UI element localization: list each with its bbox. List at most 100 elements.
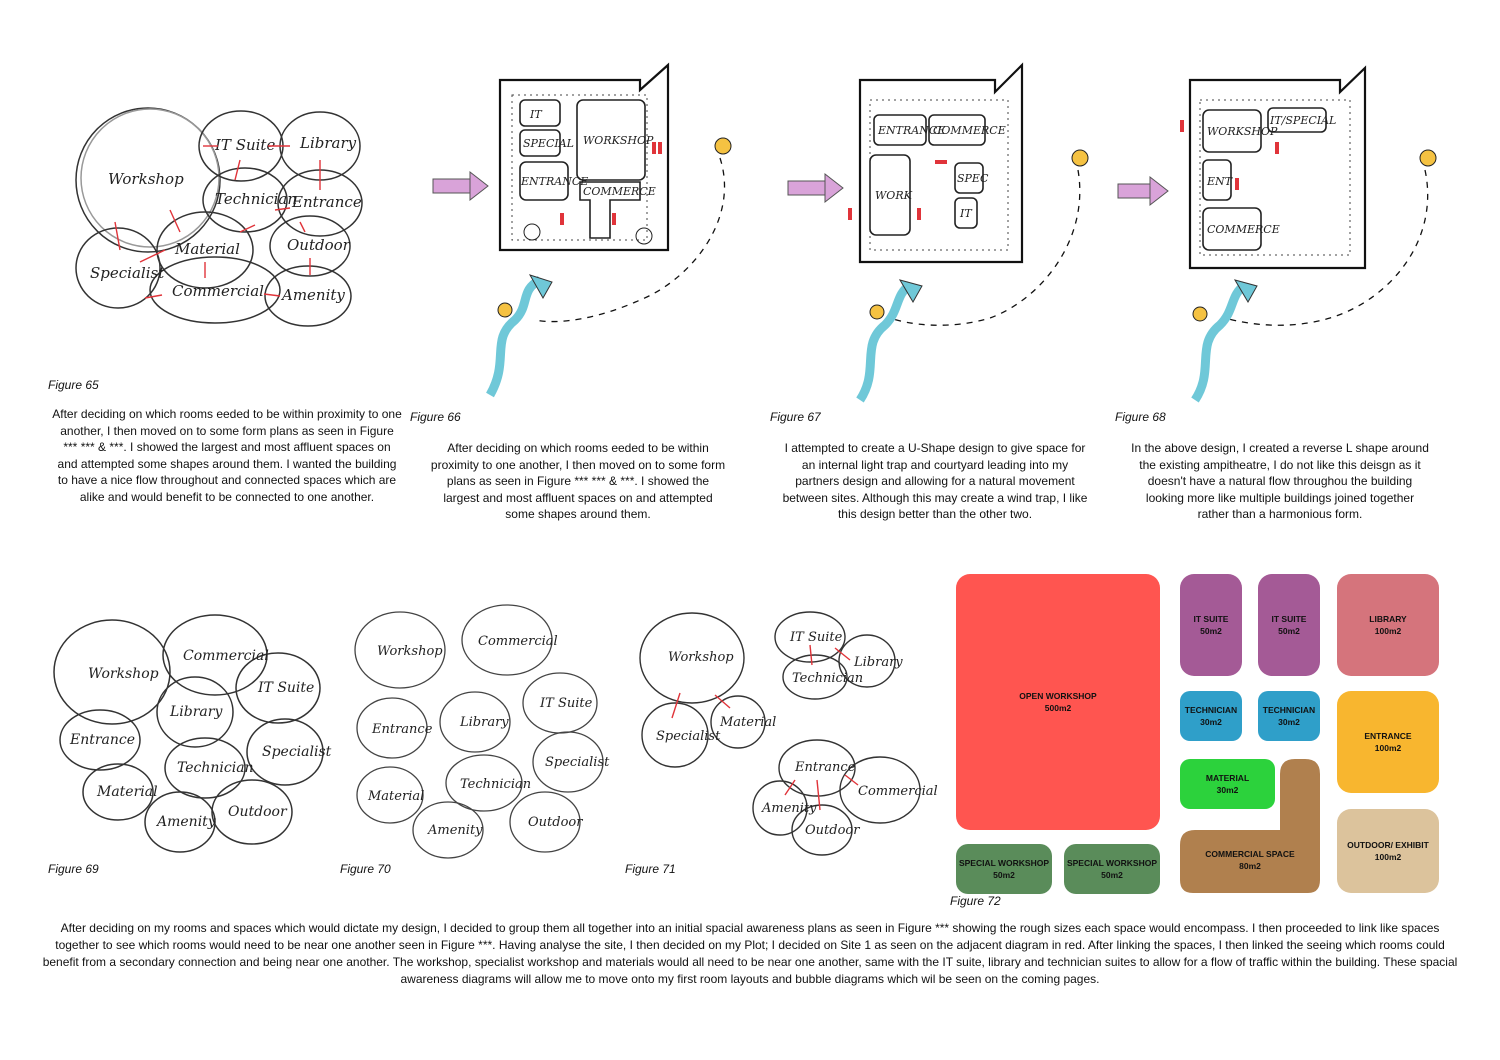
room-spec-67 bbox=[954, 162, 984, 194]
f69-it-suite: IT Suite bbox=[257, 680, 314, 696]
label-workshop: Workshop bbox=[108, 170, 184, 188]
block-special-workshop-2: SPECIAL WORKSHOP 50m2 bbox=[1064, 844, 1160, 894]
block-area: 500m2 bbox=[1044, 703, 1072, 713]
figure-68-label: Figure 68 bbox=[1115, 410, 1166, 424]
f71-commercial: Commercial bbox=[858, 784, 938, 799]
figure-72-label: Figure 72 bbox=[950, 894, 1001, 908]
room-work-67 bbox=[869, 154, 911, 236]
block-name: TECHNICIAN bbox=[1184, 705, 1238, 715]
block-name: SPECIAL WORKSHOP bbox=[958, 858, 1050, 868]
bubble-material bbox=[156, 211, 254, 289]
f69-amenity: Amenity bbox=[155, 814, 217, 830]
block-library: LIBRARY 100m2 bbox=[1337, 574, 1439, 676]
f69-technician: Technician bbox=[177, 760, 254, 776]
f69-workshop: Workshop bbox=[88, 666, 159, 682]
block-name: IT SUITE bbox=[1271, 614, 1307, 624]
f70-material: Material bbox=[367, 789, 424, 804]
block-commercial-space: COMMERCIAL SPACE 80m2 bbox=[1185, 848, 1315, 872]
block-special-workshop-1: SPECIAL WORKSHOP 50m2 bbox=[956, 844, 1052, 894]
block-area: 50m2 bbox=[1278, 626, 1300, 636]
room-label-commerce-68: COMMERCE bbox=[1207, 223, 1280, 236]
room-entrance bbox=[519, 161, 569, 201]
f71-workshop: Workshop bbox=[668, 650, 734, 665]
label-it-suite: IT Suite bbox=[214, 136, 275, 154]
block-area: 30m2 bbox=[1278, 717, 1300, 727]
block-technician-2: TECHNICIAN 30m2 bbox=[1258, 691, 1320, 741]
room-label-ent-68: ENT bbox=[1206, 175, 1234, 188]
room-label-entrance: ENTRANCE bbox=[520, 175, 588, 188]
room-entrance-67 bbox=[873, 114, 927, 146]
room-it bbox=[519, 99, 561, 127]
f71-it-suite: IT Suite bbox=[789, 630, 843, 645]
block-it-suite-2: IT SUITE 50m2 bbox=[1258, 574, 1320, 676]
block-area: 30m2 bbox=[1216, 785, 1239, 795]
f70-specialist: Specialist bbox=[545, 755, 610, 770]
bubble-workshop bbox=[75, 107, 221, 253]
label-library: Library bbox=[299, 134, 357, 152]
f71-amenity: Amenity bbox=[761, 801, 817, 816]
block-area: 50m2 bbox=[1200, 626, 1222, 636]
figure-66-caption: After deciding on which rooms eeded to b… bbox=[430, 441, 726, 521]
label-material: Material bbox=[174, 240, 240, 258]
bubble-technician bbox=[202, 167, 288, 233]
block-material: MATERIAL 30m2 bbox=[1180, 759, 1275, 809]
f70-library: Library bbox=[459, 715, 509, 730]
room-label-special: SPECIAL bbox=[523, 137, 574, 150]
block-area: 100m2 bbox=[1374, 852, 1402, 862]
label-commercial: Commercial bbox=[172, 282, 264, 300]
label-entrance: Entrance bbox=[291, 193, 362, 211]
block-name: OPEN WORKSHOP bbox=[1019, 691, 1097, 701]
room-commerce-67 bbox=[928, 114, 986, 146]
bubble-outdoor bbox=[269, 215, 351, 277]
room-label-spec-67: SPEC bbox=[957, 172, 989, 185]
f69-entrance: Entrance bbox=[69, 732, 135, 748]
figure-71-label: Figure 71 bbox=[625, 862, 676, 876]
f71-specialist: Specialist bbox=[656, 729, 721, 744]
block-technician-1: TECHNICIAN 30m2 bbox=[1180, 691, 1242, 741]
block-name: MATERIAL bbox=[1205, 773, 1250, 783]
label-amenity: Amenity bbox=[280, 286, 345, 304]
room-label-commerce-67: COMMERCE bbox=[933, 124, 1006, 137]
room-label-it: IT bbox=[529, 108, 543, 121]
f71-technician: Technician bbox=[792, 671, 863, 686]
bubble-specialist bbox=[75, 227, 161, 309]
figure-65-caption: After deciding on which rooms eeded to b… bbox=[52, 407, 402, 504]
block-name: ENTRANCE bbox=[1364, 731, 1412, 741]
block-open-workshop: OPEN WORKSHOP 500m2 bbox=[956, 574, 1160, 830]
f70-amenity: Amenity bbox=[427, 823, 483, 838]
room-label-it-67: IT bbox=[959, 207, 973, 220]
block-area: 80m2 bbox=[1239, 861, 1261, 871]
room-label-workshop-68: WORKSHOP bbox=[1207, 125, 1278, 138]
f69-outdoor: Outdoor bbox=[228, 804, 288, 820]
block-it-suite-1: IT SUITE 50m2 bbox=[1180, 574, 1242, 676]
block-name: TECHNICIAN bbox=[1262, 705, 1316, 715]
figure-65-label: Figure 65 bbox=[48, 378, 99, 392]
figure-66-label: Figure 66 bbox=[410, 410, 461, 424]
f70-technician: Technician bbox=[460, 777, 531, 792]
figure-69-label: Figure 69 bbox=[48, 862, 99, 876]
figure-70-label: Figure 70 bbox=[340, 862, 391, 876]
figure-67-label: Figure 67 bbox=[770, 410, 821, 424]
block-name: OUTDOOR/ EXHIBIT bbox=[1347, 840, 1429, 850]
f69-commercial: Commercial bbox=[183, 648, 269, 664]
block-area: 100m2 bbox=[1374, 743, 1402, 753]
figure-68-caption: In the above design, I created a reverse… bbox=[1131, 441, 1429, 521]
room-workshop bbox=[576, 99, 646, 181]
f71-library: Library bbox=[853, 655, 903, 670]
f70-commercial: Commercial bbox=[478, 634, 558, 649]
block-area: 100m2 bbox=[1374, 626, 1402, 636]
f71-entrance: Entrance bbox=[794, 760, 856, 775]
block-name: SPECIAL WORKSHOP bbox=[1066, 858, 1158, 868]
f70-outdoor: Outdoor bbox=[528, 815, 583, 830]
room-special bbox=[519, 129, 561, 157]
room-ent-68 bbox=[1202, 159, 1232, 201]
block-name: LIBRARY bbox=[1369, 614, 1407, 624]
f71-outdoor: Outdoor bbox=[805, 823, 860, 838]
room-itspecial-68 bbox=[1267, 107, 1327, 133]
